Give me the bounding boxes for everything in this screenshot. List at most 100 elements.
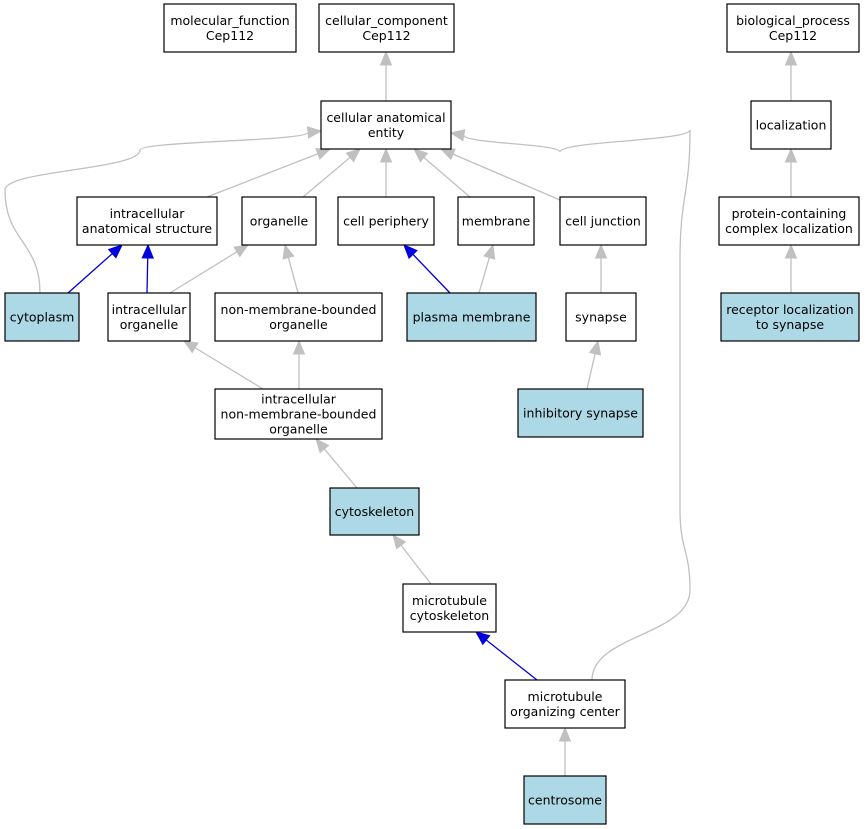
node-inmbo[interactable]: intracellularnon-membrane-boundedorganel…	[214, 388, 383, 440]
edge-loc-to-bp	[784, 50, 798, 101]
node-cj[interactable]: cell junction	[559, 196, 647, 246]
edge-line	[302, 156, 351, 198]
node-box	[406, 292, 537, 342]
node-label: localization	[756, 118, 827, 133]
node-box	[76, 196, 218, 246]
node-label: Cep112	[206, 28, 254, 43]
edge-inmbo-to-nmbo	[292, 339, 306, 389]
node-box	[726, 3, 860, 53]
arrowhead	[439, 148, 456, 161]
edge-line	[423, 156, 471, 198]
node-label: protein-containing	[732, 206, 847, 221]
edge-line	[146, 257, 149, 294]
arrowhead	[315, 438, 330, 454]
edge-line	[586, 353, 596, 390]
edge-mtc-to-csk	[392, 533, 432, 585]
arrowhead	[379, 50, 393, 66]
edge-line	[169, 251, 238, 294]
edge-mtoc-to-mtc	[474, 631, 538, 681]
node-loc[interactable]: localization	[750, 100, 832, 150]
node-label: organelle	[250, 214, 309, 229]
node-label: inhibitory synapse	[523, 406, 638, 421]
edge-pm-to-mem	[478, 243, 496, 294]
edge-line	[400, 544, 432, 585]
arrowhead	[107, 244, 123, 259]
node-cent[interactable]: centrosome	[523, 775, 607, 825]
node-mem[interactable]: membrane	[457, 196, 535, 246]
node-label: anatomical structure	[82, 221, 212, 236]
arrowhead	[282, 243, 295, 260]
node-csk[interactable]: cytoskeleton	[329, 487, 420, 536]
node-label: intracellular	[261, 392, 337, 407]
arrowhead	[784, 147, 798, 163]
arrowhead	[403, 244, 418, 260]
node-label: cytoskeleton	[335, 504, 414, 519]
node-cyto[interactable]: cytoplasm	[4, 292, 80, 342]
edge-layer	[4, 50, 798, 776]
node-box	[504, 679, 626, 729]
edge-cae-to-cc	[379, 50, 393, 101]
arrowhead	[306, 126, 323, 139]
arrowhead	[141, 243, 154, 259]
node-box	[565, 292, 637, 342]
node-label: cellular anatomical	[326, 110, 445, 125]
arrowhead	[784, 243, 798, 259]
node-box	[517, 388, 644, 438]
node-cp[interactable]: cell periphery	[337, 196, 435, 246]
node-box	[329, 487, 420, 536]
arrowhead	[345, 148, 361, 163]
edge-cp-to-cae	[379, 147, 393, 197]
node-box	[318, 3, 455, 53]
node-box	[320, 100, 452, 150]
edge-mem-to-cae	[413, 148, 471, 198]
node-label: intracellular	[112, 302, 188, 317]
node-pm[interactable]: plasma membrane	[406, 292, 537, 342]
arrowhead	[558, 726, 572, 742]
node-box	[718, 196, 860, 246]
edge-pm-to-cp	[403, 244, 451, 294]
edge-inmbo-to-io	[182, 340, 264, 390]
edge-org-to-cae	[302, 148, 361, 198]
node-box	[337, 196, 435, 246]
arrowhead	[233, 244, 250, 258]
node-label: biological_process	[736, 13, 850, 28]
arrowhead	[182, 340, 199, 354]
arrowhead	[449, 129, 466, 142]
node-syn[interactable]: synapse	[565, 292, 637, 342]
node-label: entity	[368, 125, 405, 140]
edge-io-to-ias	[141, 243, 154, 294]
edge-cyto-to-cae	[4, 126, 323, 294]
edge-line	[478, 257, 490, 294]
node-label: cell periphery	[343, 214, 429, 229]
node-box	[402, 583, 497, 633]
node-label: to synapse	[756, 317, 824, 332]
arrowhead	[474, 631, 491, 646]
node-box	[720, 292, 860, 342]
edge-csk-to-inmbo	[315, 438, 358, 489]
edge-line	[4, 131, 309, 294]
edge-pcl-to-loc	[784, 147, 798, 197]
edge-cent-to-mtoc	[558, 726, 572, 776]
node-org[interactable]: organelle	[241, 196, 317, 246]
node-label: microtubule	[412, 593, 487, 608]
arrowhead	[413, 148, 429, 163]
node-label: cellular_component	[325, 13, 448, 28]
node-isyn[interactable]: inhibitory synapse	[517, 388, 644, 438]
node-box	[163, 3, 297, 53]
edge-line	[194, 347, 264, 390]
edge-cyto-to-ias	[67, 244, 123, 294]
arrowhead	[315, 148, 332, 160]
